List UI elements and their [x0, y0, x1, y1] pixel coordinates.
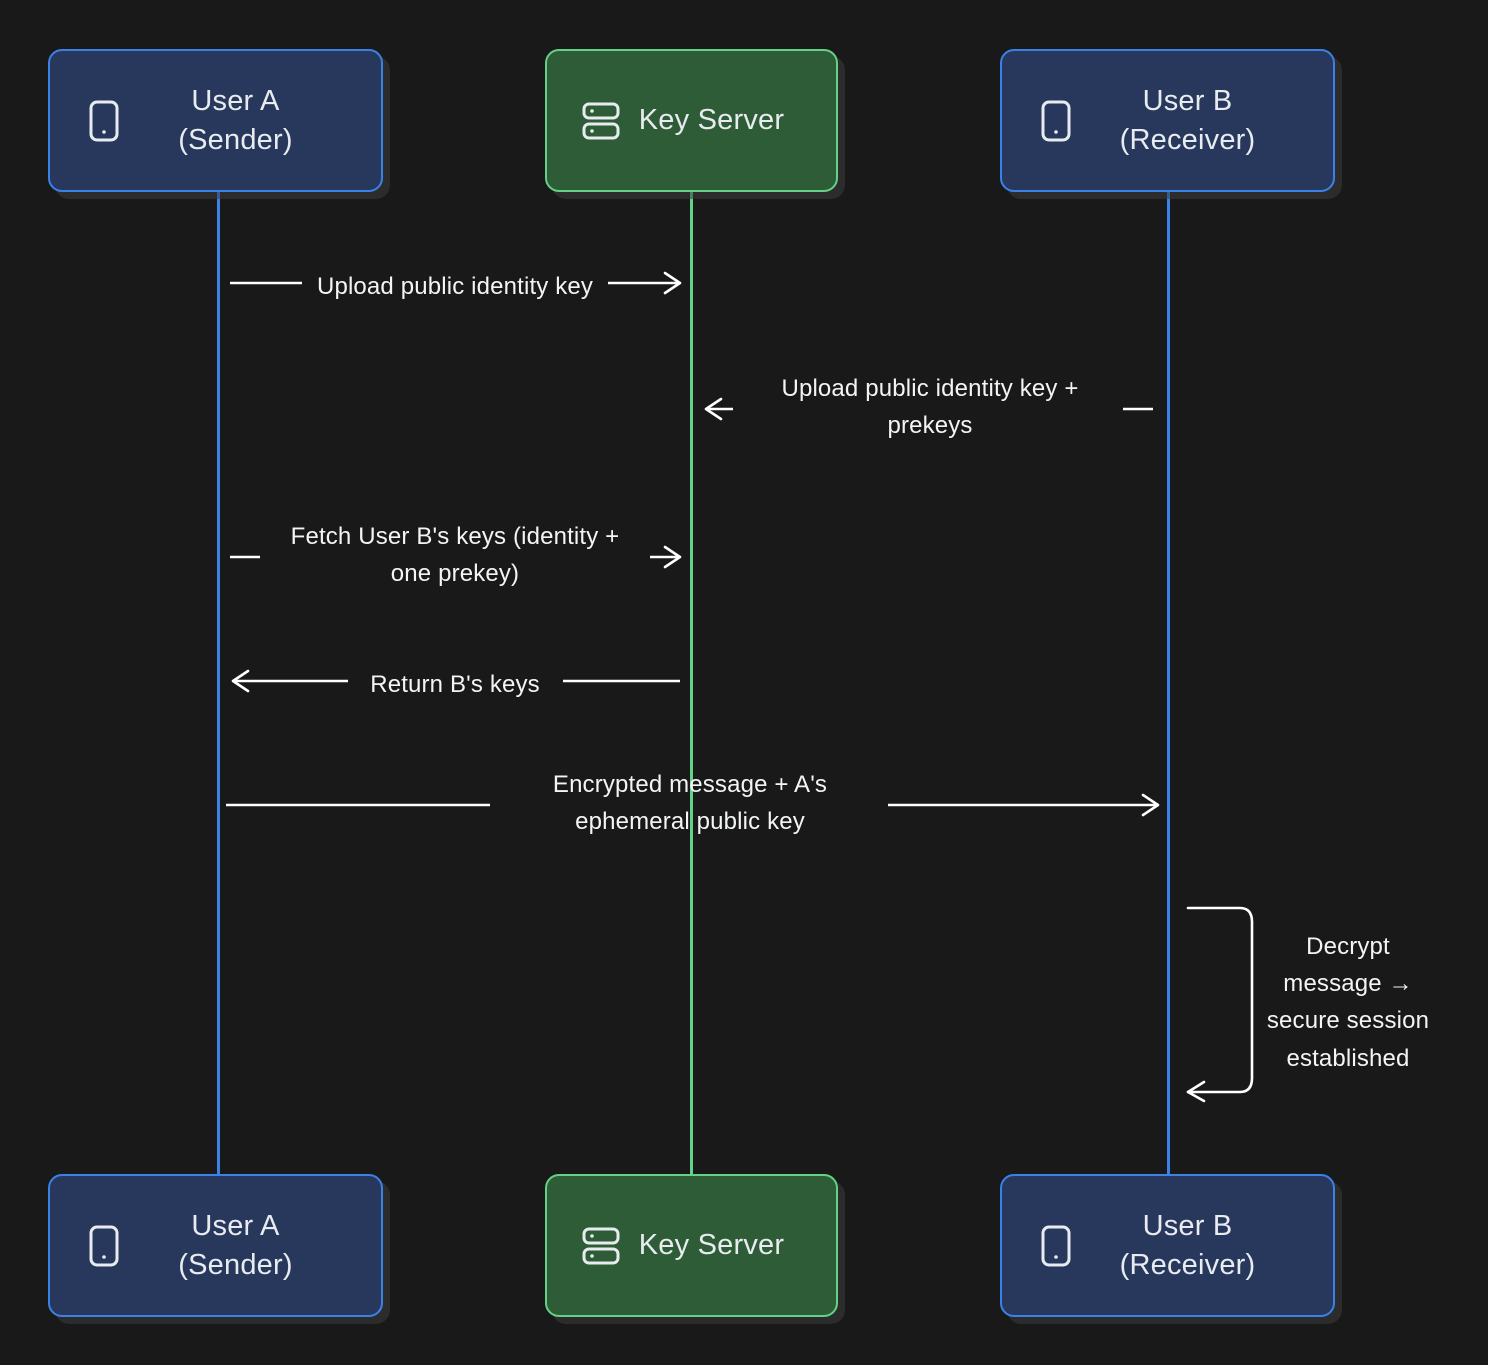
message-2-label: Upload public identity key + prekeys	[781, 375, 1079, 440]
message-6-self-arrow	[1168, 900, 1278, 1103]
message-3-arrow	[218, 542, 692, 572]
message-6-label: Decrypt message → secure session establi…	[1266, 933, 1430, 1072]
participant-key-server-top[interactable]: Key Server	[545, 49, 838, 192]
server-icon	[581, 1223, 621, 1269]
mobile-phone-icon	[84, 98, 124, 144]
message-5-label: Encrypted message + A's ephemeral public…	[552, 771, 828, 836]
message-3-label: Fetch User B's keys (identity + one prek…	[290, 523, 620, 588]
participant-key-server-bottom[interactable]: Key Server	[545, 1174, 838, 1317]
message-1-arrow	[218, 268, 692, 298]
message-4-label: Return B's keys	[370, 671, 540, 698]
participant-label: User B (Receiver)	[1119, 85, 1256, 156]
participant-label: User A (Sender)	[178, 1210, 293, 1281]
participant-label: Key Server	[638, 1229, 785, 1262]
participant-user-b-top[interactable]: User B (Receiver)	[1000, 49, 1335, 192]
participant-label: User A (Sender)	[178, 85, 293, 156]
lifeline-key-server	[690, 190, 693, 1175]
participant-user-b-bottom[interactable]: User B (Receiver)	[1000, 1174, 1335, 1317]
participant-label: Key Server	[638, 104, 785, 137]
server-icon	[581, 98, 621, 144]
message-4-arrow	[218, 666, 692, 696]
lifeline-user-b	[1167, 190, 1170, 1175]
participant-user-a-top[interactable]: User A (Sender)	[48, 49, 383, 192]
mobile-phone-icon	[1036, 1223, 1076, 1269]
message-5-arrow	[218, 790, 1168, 820]
participant-label: User B (Receiver)	[1119, 1210, 1256, 1281]
mobile-phone-icon	[1036, 98, 1076, 144]
message-2-arrow	[691, 394, 1168, 424]
message-1-label: Upload public identity key	[316, 273, 594, 300]
participant-user-a-bottom[interactable]: User A (Sender)	[48, 1174, 383, 1317]
lifeline-user-a	[217, 190, 220, 1175]
mobile-phone-icon	[84, 1223, 124, 1269]
